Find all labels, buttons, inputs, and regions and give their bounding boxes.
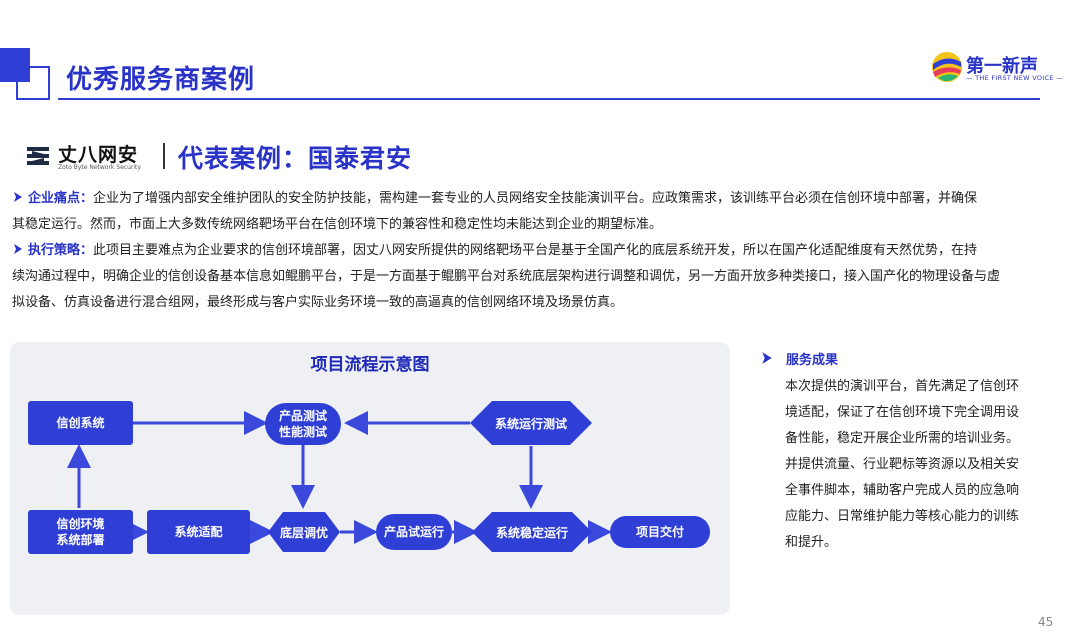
company-subtitle: Zoto Byte Network Security [58, 164, 141, 171]
node-project-delivery: 项目交付 [610, 516, 710, 548]
first-new-voice-logo-icon [932, 52, 962, 82]
node-env-deploy: 信创环境 系统部署 [28, 510, 133, 554]
node-product-test: 产品测试 性能测试 [265, 403, 341, 445]
node-env-deploy-line1: 信创环境 [56, 517, 105, 531]
company-name: 丈八网安 [58, 144, 139, 166]
header-divider [58, 98, 1040, 100]
brand-name: 第一新声 [966, 56, 1038, 77]
flow-panel [10, 342, 730, 615]
node-product-test-line2: 性能测试 [278, 425, 327, 439]
node-xinchuang-system: 信创系统 [28, 401, 133, 445]
pain-points-text-1: 企业为了增强内部安全维护团队的安全防护技能，需构建一套专业的人员网络安全技能演训… [93, 191, 978, 206]
flow-title: 项目流程示意图 [310, 355, 430, 375]
pain-points-paragraph: 企业痛点：企业为了增强内部安全维护团队的安全防护技能，需构建一套专业的人员网络安… [12, 186, 1052, 238]
node-shape-bottom-tune [268, 512, 340, 552]
chevron-right-icon [14, 244, 22, 254]
node-system-stable: 系统稳定运行 [495, 525, 568, 540]
page-number: 45 [1038, 615, 1054, 629]
node-bottom-tune: 底层调优 [279, 525, 328, 540]
results-body: 本次提供的演训平台，首先满足了信创环境适配，保证了在信创环境下完全调用设备性能，… [785, 379, 1020, 550]
node-system-run-test: 系统运行测试 [494, 416, 567, 431]
strategy-paragraph: 执行策略：此项目主要难点为企业要求的信创环境部署，因丈八网安所提供的网络靶场平台… [12, 238, 1052, 316]
strategy-text-3: 拟设备、仿真设备进行混合组网，最终形成与客户实际业务环境一致的高逼真的信创网络环… [12, 295, 624, 310]
pain-points-text-2: 其稳定运行。然而，市面上大多数传统网络靶场平台在信创环境下的兼容性和稳定性均未能… [12, 217, 663, 232]
title-separator [163, 143, 165, 169]
case-title: 代表案例：国泰君安 [178, 144, 413, 173]
pain-points-label: 企业痛点： [28, 191, 94, 206]
header-decor-outline [16, 66, 50, 100]
zbns-logo-icon [27, 147, 49, 165]
node-product-test-line1: 产品测试 [278, 409, 327, 423]
brand-subtitle: — THE FIRST NEW VOICE — [966, 74, 1063, 82]
strategy-text-1: 此项目主要难点为企业要求的信创环境部署，因丈八网安所提供的网络靶场平台是基于全国… [93, 243, 978, 258]
node-system-adapt: 系统适配 [147, 510, 250, 554]
node-env-deploy-line2: 系统部署 [56, 533, 105, 547]
results-title: 服务成果 [786, 353, 839, 368]
node-shape-system-run-test [470, 401, 592, 445]
node-product-trial: 产品试运行 [376, 514, 452, 550]
chevron-right-icon [762, 352, 772, 364]
strategy-text-2: 续沟通过程中，明确企业的信创设备基本信息如鲲鹏平台，于是一方面基于鲲鹏平台对系统… [12, 269, 1001, 284]
header-decor-square [0, 48, 30, 82]
node-shape-system-stable [472, 512, 592, 552]
page-title: 优秀服务商案例 [66, 65, 256, 95]
chevron-right-icon [14, 192, 22, 202]
strategy-label: 执行策略： [28, 243, 94, 258]
